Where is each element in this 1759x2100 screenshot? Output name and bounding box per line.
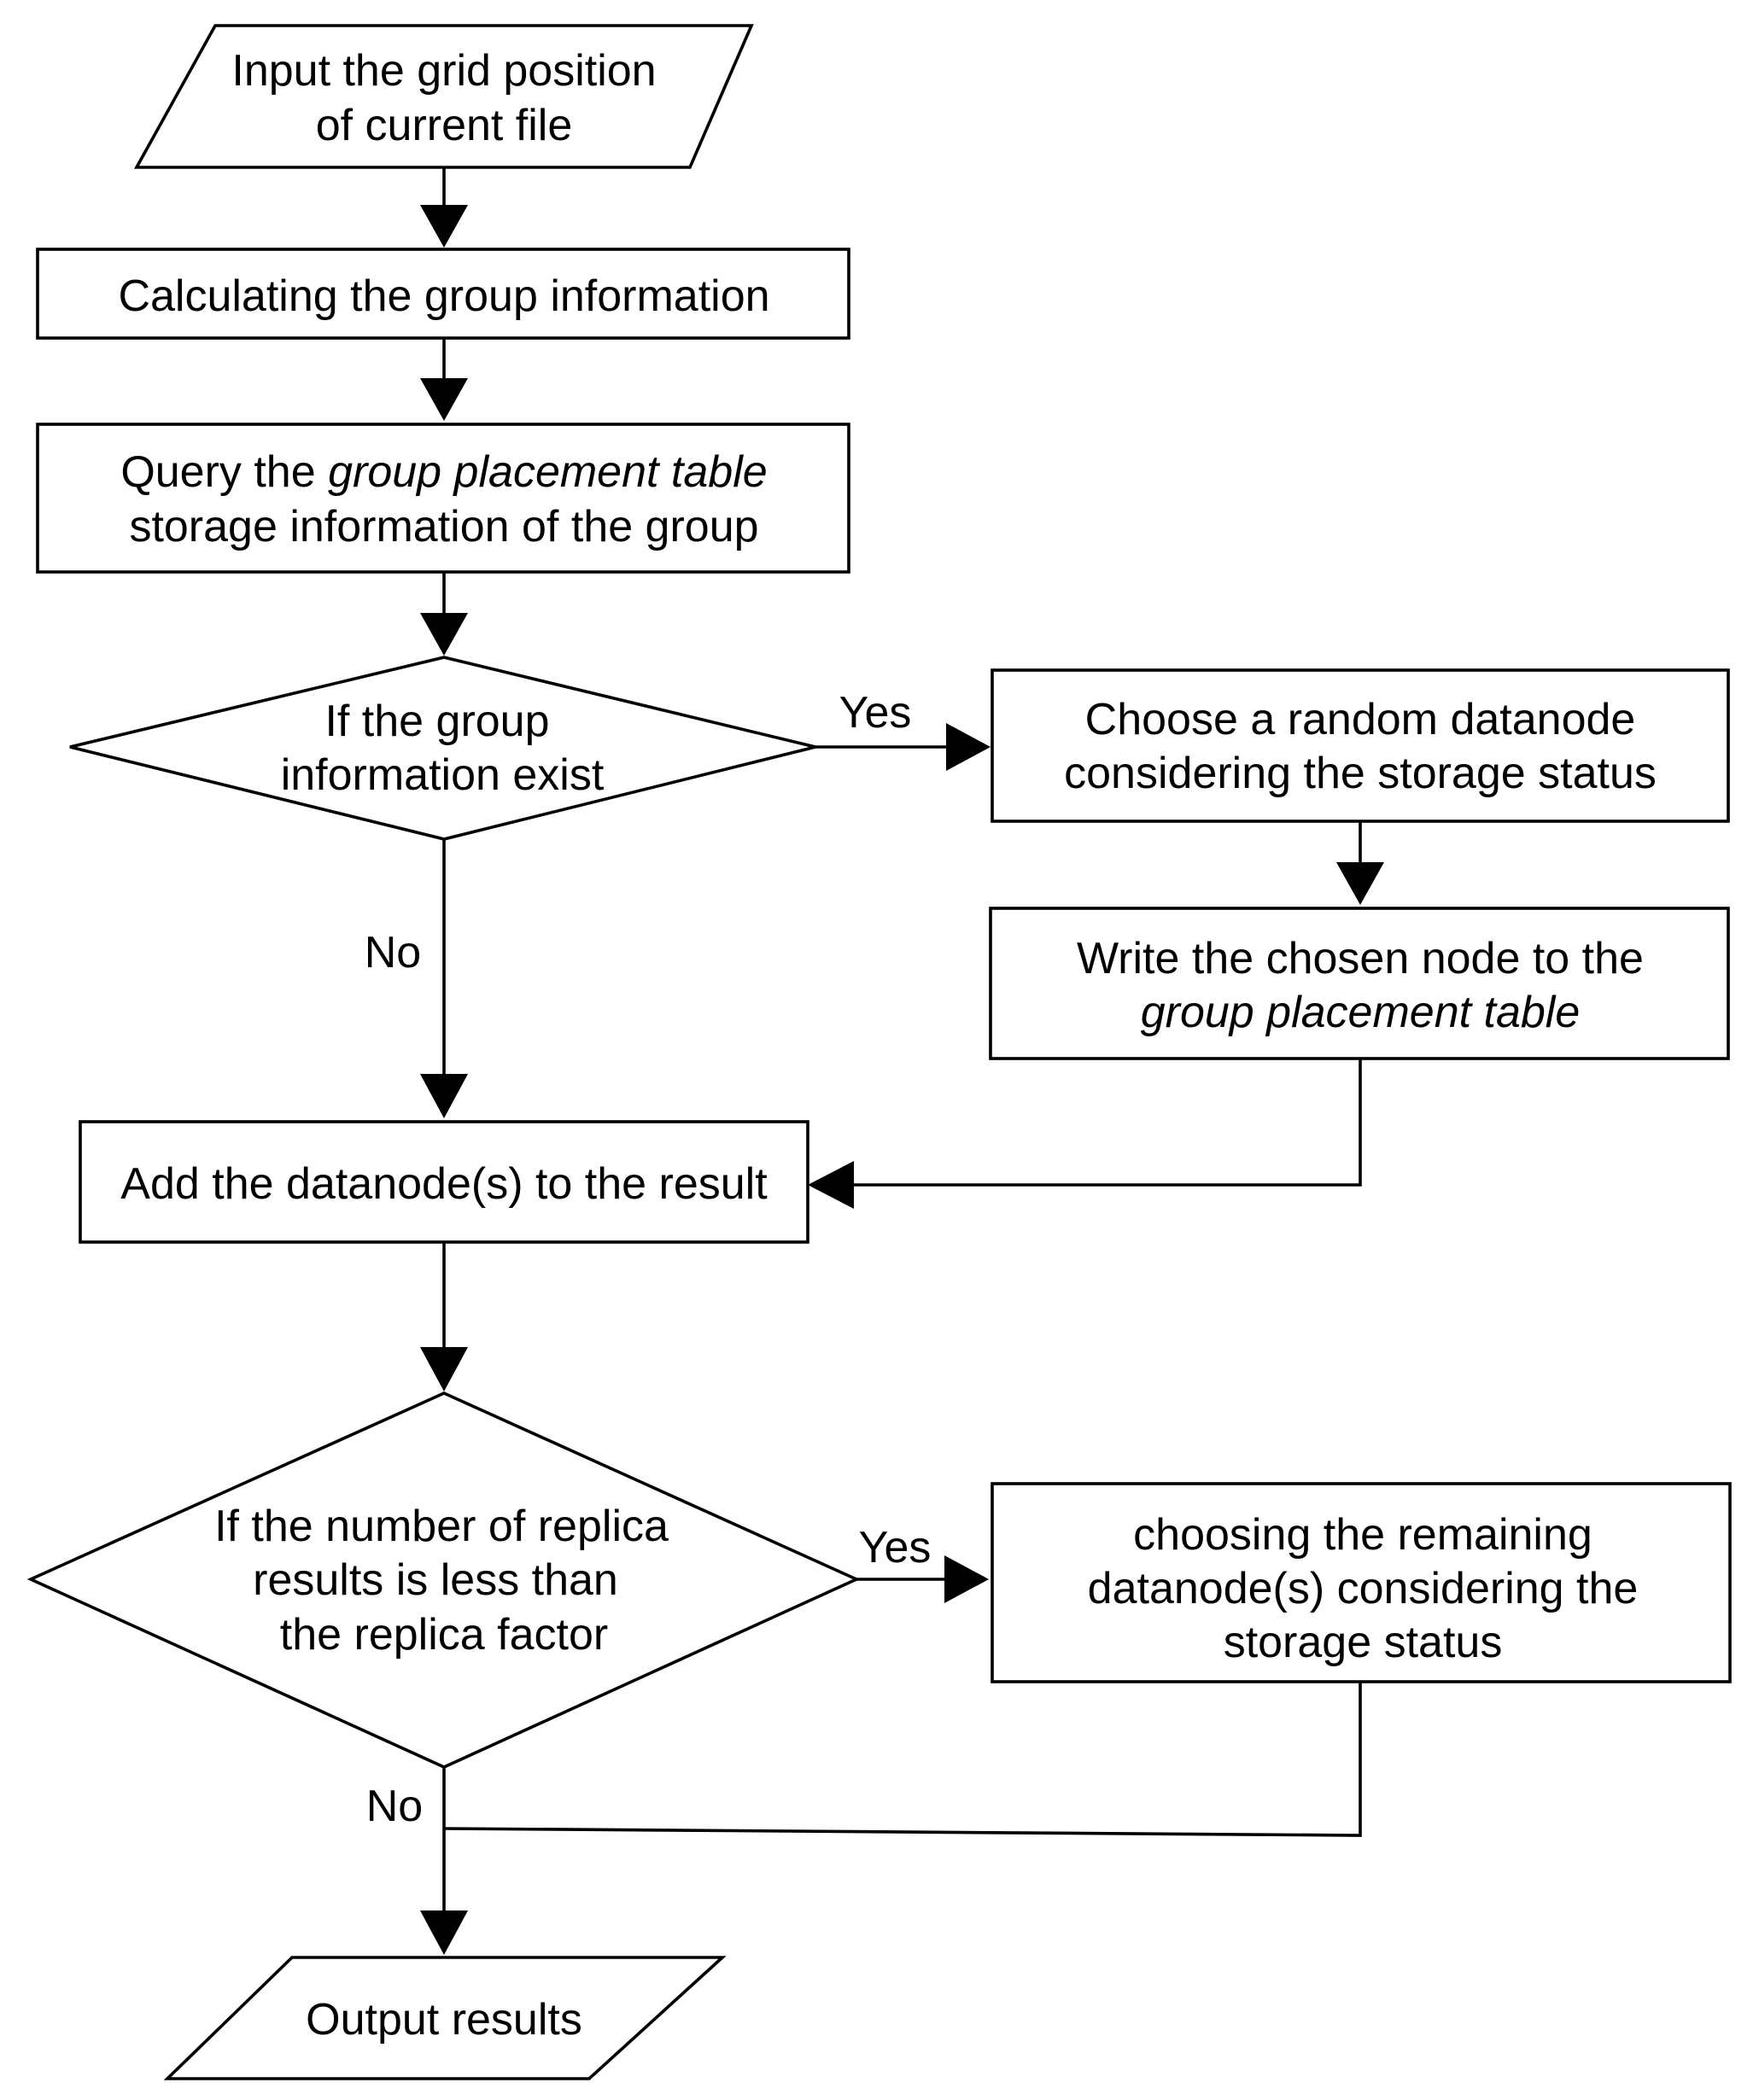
- arrowhead-choose-to-write: [1336, 862, 1384, 905]
- decision-replica-line3: the replica factor: [280, 1610, 608, 1660]
- write-node-line1: Write the chosen node to the: [1077, 934, 1644, 983]
- write-node: Write the chosen node to the group place…: [989, 907, 1730, 1060]
- arrowhead-query-to-decision-exist: [420, 613, 468, 656]
- label-replica-yes: Yes: [859, 1523, 932, 1572]
- choose-random-line2: considering the storage status: [1064, 749, 1657, 798]
- write-node-line2: group placement table: [1141, 988, 1581, 1037]
- edge-remaining-merge: [443, 1682, 1362, 1837]
- input-node-line2: of current file: [316, 101, 573, 150]
- arrowhead-replica-yes: [944, 1555, 989, 1603]
- choose-random-line1: Choose a random datanode: [1085, 695, 1636, 744]
- add-result-node: Add the datanode(s) to the result: [79, 1120, 809, 1244]
- input-node: Input the grid position of current file: [133, 24, 754, 169]
- input-node-line1: Input the grid position: [231, 46, 656, 96]
- add-result-label: Add the datanode(s) to the result: [120, 1159, 768, 1209]
- choose-random-node: Choose a random datanode considering the…: [991, 668, 1730, 823]
- arrowhead-input-to-calc: [420, 205, 468, 248]
- choose-remaining-line1: choosing the remaining: [1133, 1510, 1592, 1560]
- decision-replica-line1: If the number of replica: [214, 1502, 669, 1551]
- label-exist-yes: Yes: [839, 688, 912, 738]
- query-node-line1: Query the group placement table: [120, 447, 767, 497]
- decision-replica-node: If the number of replica results is less…: [26, 1391, 861, 1769]
- edge-write-to-add: [850, 1059, 1362, 1187]
- calc-group-node: Calculating the group information: [36, 248, 850, 340]
- output-node: Output results: [163, 1956, 727, 2080]
- choose-remaining-line3: storage status: [1224, 1618, 1503, 1667]
- edge-labels: Yes No Yes No: [365, 688, 932, 1831]
- query-node-line2: storage information of the group: [129, 502, 758, 551]
- query-node-line1-prefix: Query the: [120, 447, 328, 497]
- connectors: [420, 167, 1384, 1955]
- arrowhead-calc-to-query: [420, 378, 468, 421]
- arrowhead-add-to-decision-replica: [420, 1347, 468, 1391]
- arrowhead-replica-no: [420, 1910, 468, 1955]
- decision-replica-line2: results is less than: [253, 1555, 618, 1605]
- arrowhead-write-to-add: [808, 1161, 854, 1209]
- decision-exist-line2: information exist: [281, 750, 605, 800]
- arrowhead-exist-no: [420, 1074, 468, 1118]
- query-node-line1-italic: group placement table: [328, 447, 768, 497]
- query-node: Query the group placement table storage …: [36, 423, 850, 574]
- label-exist-no: No: [365, 928, 421, 977]
- output-node-label: Output results: [306, 1995, 582, 2045]
- arrowhead-exist-yes: [946, 723, 991, 771]
- decision-exist-node: If the group information exist: [69, 656, 816, 841]
- calc-group-node-label: Calculating the group information: [118, 271, 769, 321]
- choose-remaining-line2: datanode(s) considering the: [1088, 1564, 1639, 1613]
- label-replica-no: No: [366, 1782, 423, 1831]
- choose-remaining-node: choosing the remaining datanode(s) consi…: [991, 1482, 1732, 1683]
- decision-exist-line1: If the group: [324, 697, 549, 746]
